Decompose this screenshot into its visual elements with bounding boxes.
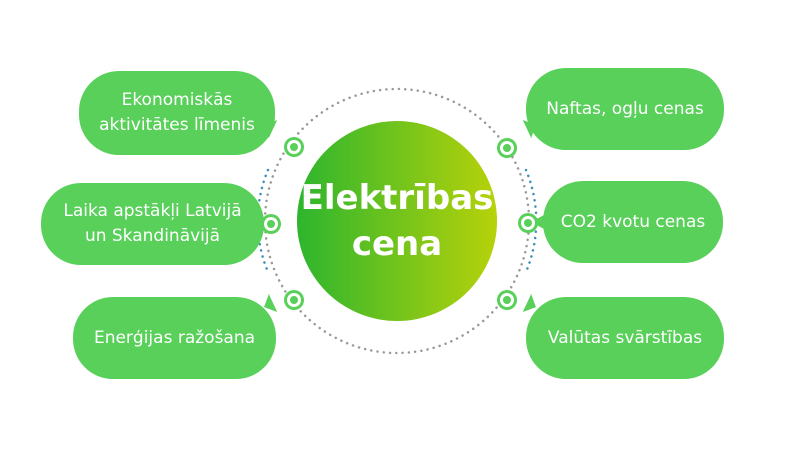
dotted-ring-accent-right (524, 168, 538, 274)
connector-dot-icon (284, 290, 304, 310)
connector-dot-icon (284, 137, 304, 157)
factor-economic-activity: Ekonomiskās aktivitātes līmenis (79, 71, 275, 155)
dotted-ring-accent-left (256, 168, 270, 274)
connector-dot-icon (497, 290, 517, 310)
factor-co2-prices: CO2 kvotu cenas (543, 181, 723, 263)
connector-dot-icon (518, 213, 538, 233)
factor-oil-coal-prices: Naftas, ogļu cenas (526, 68, 724, 150)
factor-energy-production: Enerģijas ražošana (73, 297, 276, 379)
connector-dot-icon (261, 214, 281, 234)
factor-weather: Laika apstākļi Latvijā un Skandināvijā (41, 183, 264, 265)
center-circle (297, 121, 497, 321)
factor-currency-fluctuations: Valūtas svārstības (526, 297, 724, 379)
connector-dot-icon (497, 138, 517, 158)
center-title: Elektrības cena (300, 178, 494, 264)
